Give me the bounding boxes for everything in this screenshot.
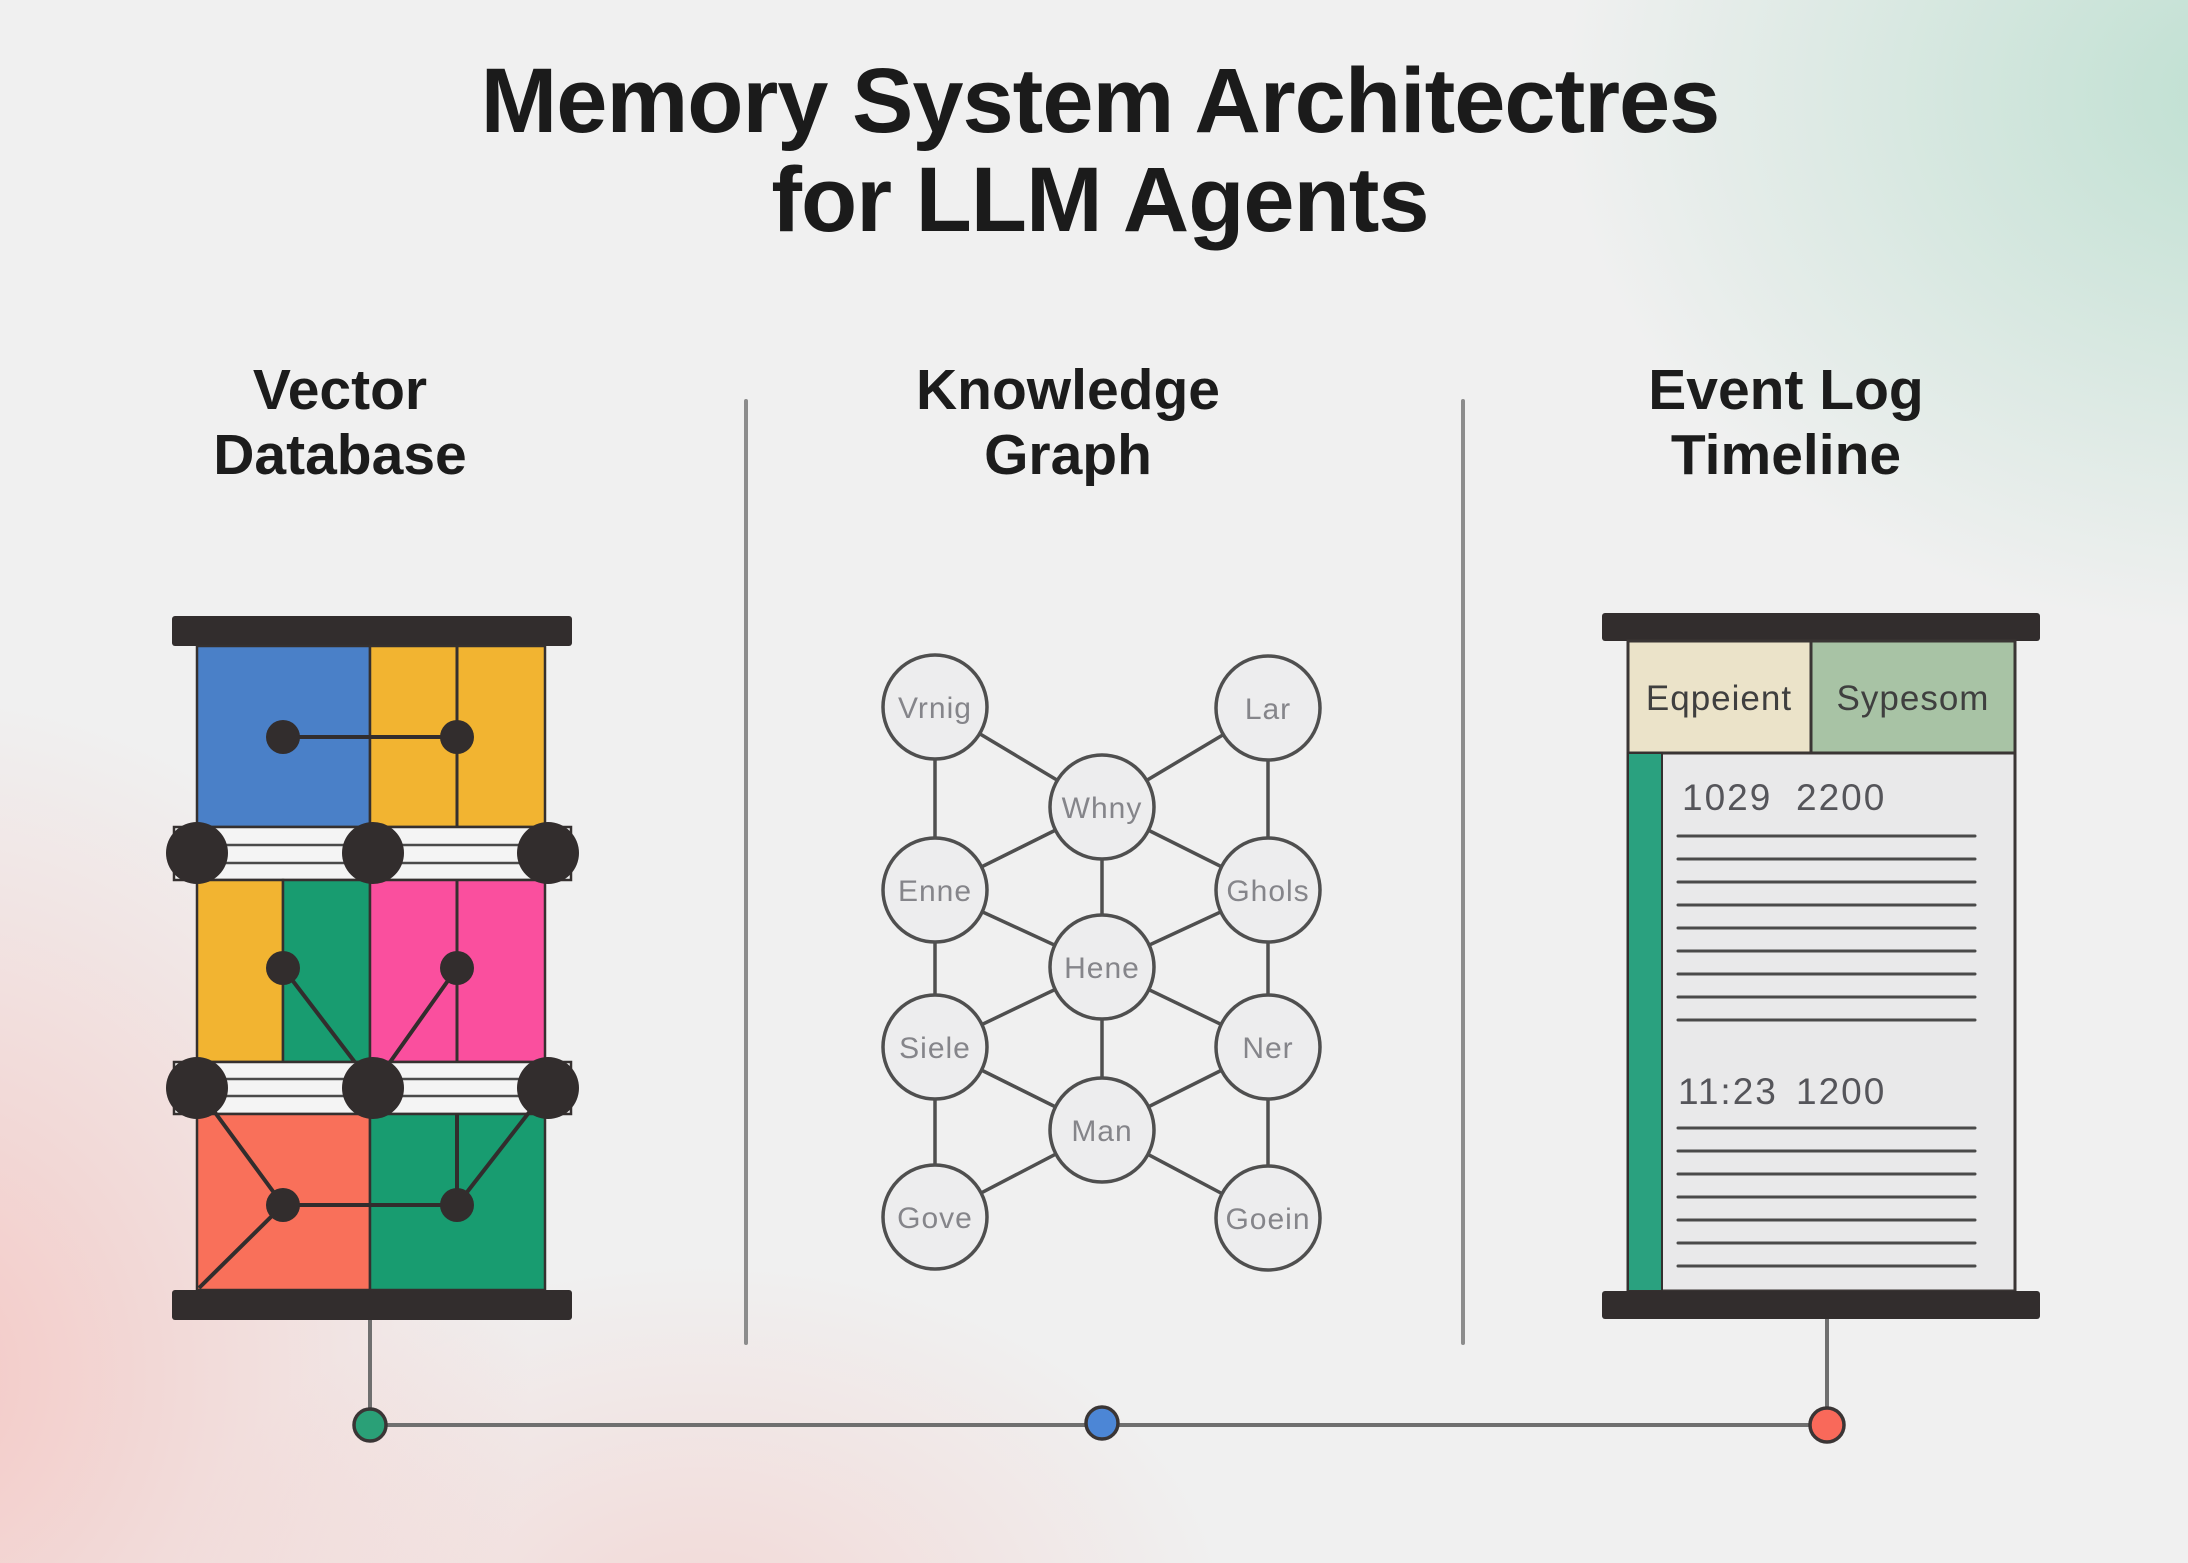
graph-node-label: Man bbox=[1071, 1115, 1132, 1148]
column-header-line: Timeline bbox=[1670, 422, 1902, 487]
graph-node-enne: Enne bbox=[881, 836, 989, 944]
graph-node-circle bbox=[881, 993, 989, 1101]
graph-node-label: Siele bbox=[899, 1032, 971, 1065]
column-header-knowledge-graph: Knowledge Graph bbox=[916, 358, 1220, 488]
graph-node-circle bbox=[1214, 993, 1322, 1101]
log-entry1-time: 1029 bbox=[1682, 777, 1772, 818]
graph-node-circle bbox=[1214, 836, 1322, 944]
db-junction bbox=[342, 1057, 404, 1119]
log-entry2-time: 11:23 bbox=[1678, 1071, 1778, 1112]
graph-node-label: Ner bbox=[1242, 1032, 1293, 1065]
log-accent-bar bbox=[1627, 752, 1663, 1292]
column-header-line: Graph bbox=[984, 422, 1152, 487]
timeline-dot-vector-database bbox=[352, 1407, 388, 1443]
graph-node-circle bbox=[1048, 1076, 1156, 1184]
graph-node-lar: Lar bbox=[1214, 654, 1322, 762]
db-junction bbox=[166, 1057, 228, 1119]
db-junction bbox=[166, 822, 228, 884]
db-junction bbox=[517, 1057, 579, 1119]
graph-node-label: Ghols bbox=[1226, 875, 1309, 908]
column-header-line: Knowledge bbox=[915, 358, 1221, 422]
db-tier1-node-left bbox=[266, 720, 300, 754]
log-header-cell-right bbox=[1809, 639, 2017, 755]
db-tier2-node-left bbox=[266, 951, 300, 985]
graph-node-man: Man bbox=[1048, 1076, 1156, 1184]
graph-node-hene: Hene bbox=[1048, 913, 1156, 1021]
db-tier2-node-right bbox=[440, 951, 474, 985]
graph-node-label: Goein bbox=[1225, 1203, 1310, 1236]
graph-node-vrnig: Vrnig bbox=[881, 653, 989, 761]
db-bottom-cap bbox=[172, 1290, 572, 1320]
graph-node-label: Enne bbox=[898, 875, 972, 908]
graph-node-whny: Whny bbox=[1048, 753, 1156, 861]
graph-node-siele: Siele bbox=[881, 993, 989, 1101]
graph-node-circle bbox=[1048, 913, 1156, 1021]
column-header-line: Database bbox=[213, 422, 467, 487]
graph-node-circle bbox=[881, 1163, 989, 1271]
log-entry1-ruled-lines bbox=[1676, 834, 1977, 1022]
column-header-line: Event Log bbox=[1648, 358, 1924, 422]
log-entry2-value: 1200 bbox=[1796, 1071, 1886, 1112]
event-log-illustration: Eqpeient Sypesom 1029 2200 11:23 1200 bbox=[1602, 613, 2040, 1319]
graph-node-label: Lar bbox=[1245, 693, 1291, 726]
db-tier3-node-left bbox=[266, 1188, 300, 1222]
log-header-label-left: Eqpeient bbox=[1646, 679, 1792, 718]
column-header-vector-database: Vector Database bbox=[213, 358, 466, 488]
bottom-timeline bbox=[352, 1319, 1846, 1444]
timeline-dot-event-log bbox=[1808, 1406, 1846, 1444]
graph-node-circle bbox=[881, 653, 989, 761]
column-header-line: Vector bbox=[252, 358, 428, 422]
knowledge-graph-illustration: Vrnig Lar Whny Enne Ghols Hene Siele Ne bbox=[881, 653, 1322, 1272]
graph-node-label: Whny bbox=[1062, 792, 1143, 825]
vector-database-illustration bbox=[166, 616, 579, 1320]
column-header-event-log: Event Log Timeline bbox=[1648, 358, 1924, 488]
graph-node-ner: Ner bbox=[1214, 993, 1322, 1101]
log-entry2-ruled-lines bbox=[1676, 1126, 1977, 1268]
timeline-dot-knowledge-graph bbox=[1084, 1405, 1120, 1441]
db-tier3-node-right bbox=[440, 1188, 474, 1222]
db-top-cap bbox=[172, 616, 572, 646]
page-title-line2: for LLM Agents bbox=[771, 149, 1429, 252]
graph-node-label: Gove bbox=[897, 1202, 973, 1235]
graph-node-circle bbox=[1048, 753, 1156, 861]
graph-node-circle bbox=[1214, 654, 1322, 762]
page-title: Memory System Architectres for LLM Agent… bbox=[480, 50, 1721, 252]
log-top-cap bbox=[1602, 613, 2040, 641]
graph-node-label: Vrnig bbox=[898, 692, 972, 725]
db-junction bbox=[342, 822, 404, 884]
db-tier3-wire bbox=[197, 1203, 285, 1290]
graph-node-circle bbox=[881, 836, 989, 944]
graph-node-goein: Goein bbox=[1214, 1164, 1322, 1272]
graph-node-label: Hene bbox=[1064, 952, 1140, 985]
page-title-line1: Memory System Architectres bbox=[480, 50, 1721, 152]
log-header-label-right: Sypesom bbox=[1837, 679, 1990, 718]
log-entry1-value: 2200 bbox=[1796, 777, 1886, 818]
graph-node-circle bbox=[1214, 1164, 1322, 1272]
log-bottom-cap bbox=[1602, 1291, 2040, 1319]
log-header-cell-left bbox=[1626, 639, 1813, 755]
db-tier1-node-right bbox=[440, 720, 474, 754]
db-junction bbox=[517, 822, 579, 884]
graph-node-gove: Gove bbox=[881, 1163, 989, 1271]
graph-node-ghols: Ghols bbox=[1214, 836, 1322, 944]
